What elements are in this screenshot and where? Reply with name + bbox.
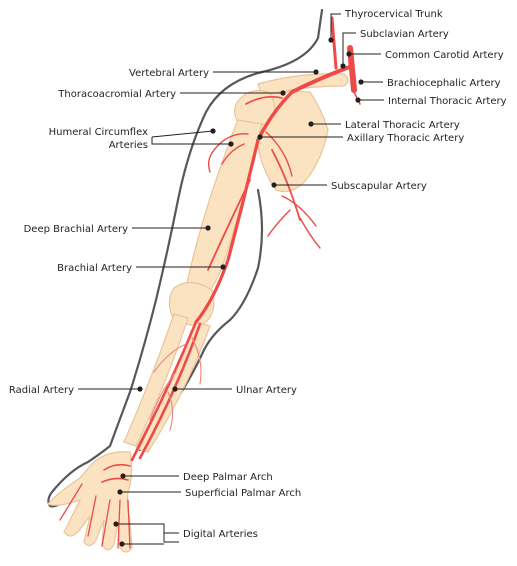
dot-ulnar [172,386,177,391]
label-deep-palmar-arch: Deep Palmar Arch [183,472,273,483]
label-lateral-thoracic-artery: Lateral Thoracic Artery [345,120,460,131]
dot-brachiocephalic [358,79,363,84]
label-thyrocervical-trunk: Thyrocervical Trunk [344,9,443,20]
label-brachiocephalic-artery: Brachiocephalic Artery [387,78,501,89]
dot-digital-1 [113,521,118,526]
dot-superficial-palmar [117,489,122,494]
label-internal-thoracic-artery: Internal Thoracic Artery [388,96,507,107]
label-vertebral-artery: Vertebral Artery [129,68,209,79]
label-digital-arteries: Digital Arteries [183,529,258,540]
label-common-carotid-artery: Common Carotid Artery [385,50,504,61]
carotid-vessel [332,18,336,68]
dot-digital-2 [119,541,124,546]
dot-radial [137,386,142,391]
label-axillary-thoracic-artery: Axillary Thoracic Artery [347,133,464,144]
leader-humeral-circumflex [152,131,231,144]
label-radial-artery: Radial Artery [9,385,74,396]
label-subscapular-artery: Subscapular Artery [331,181,427,192]
label-thoracoacromial-artery: Thoracoacromial Artery [57,89,176,100]
label-humeral-circumflex-line2: Arteries [109,140,148,151]
dot-subclavian [340,63,345,68]
dot-deep-palmar [120,473,125,478]
label-deep-brachial-artery: Deep Brachial Artery [24,224,128,235]
dot-vertebral [313,69,318,74]
label-humeral-circumflex-line1: Humeral Circumflex [49,127,148,138]
dot-brachial [220,264,225,269]
subscapular-branches [268,196,320,248]
dot-thyrocervical [328,37,333,42]
dot-internal-thoracic [355,97,360,102]
dot-thoracoacromial [280,90,285,95]
dot-subscapular [271,182,276,187]
dot-deep-brachial [205,225,210,230]
labels: Thyrocervical Trunk Subclavian Artery Co… [9,9,507,540]
label-ulnar-artery: Ulnar Artery [236,385,297,396]
dot-axillary-thoracic [257,134,262,139]
label-superficial-palmar-arch: Superficial Palmar Arch [185,488,301,499]
dot-humeral-circumflex-1 [210,128,215,133]
dot-lateral-thoracic [308,121,313,126]
dot-humeral-circumflex-2 [228,141,233,146]
label-brachial-artery: Brachial Artery [57,263,132,274]
dot-common-carotid [346,51,351,56]
label-subclavian-artery: Subclavian Artery [360,29,449,40]
